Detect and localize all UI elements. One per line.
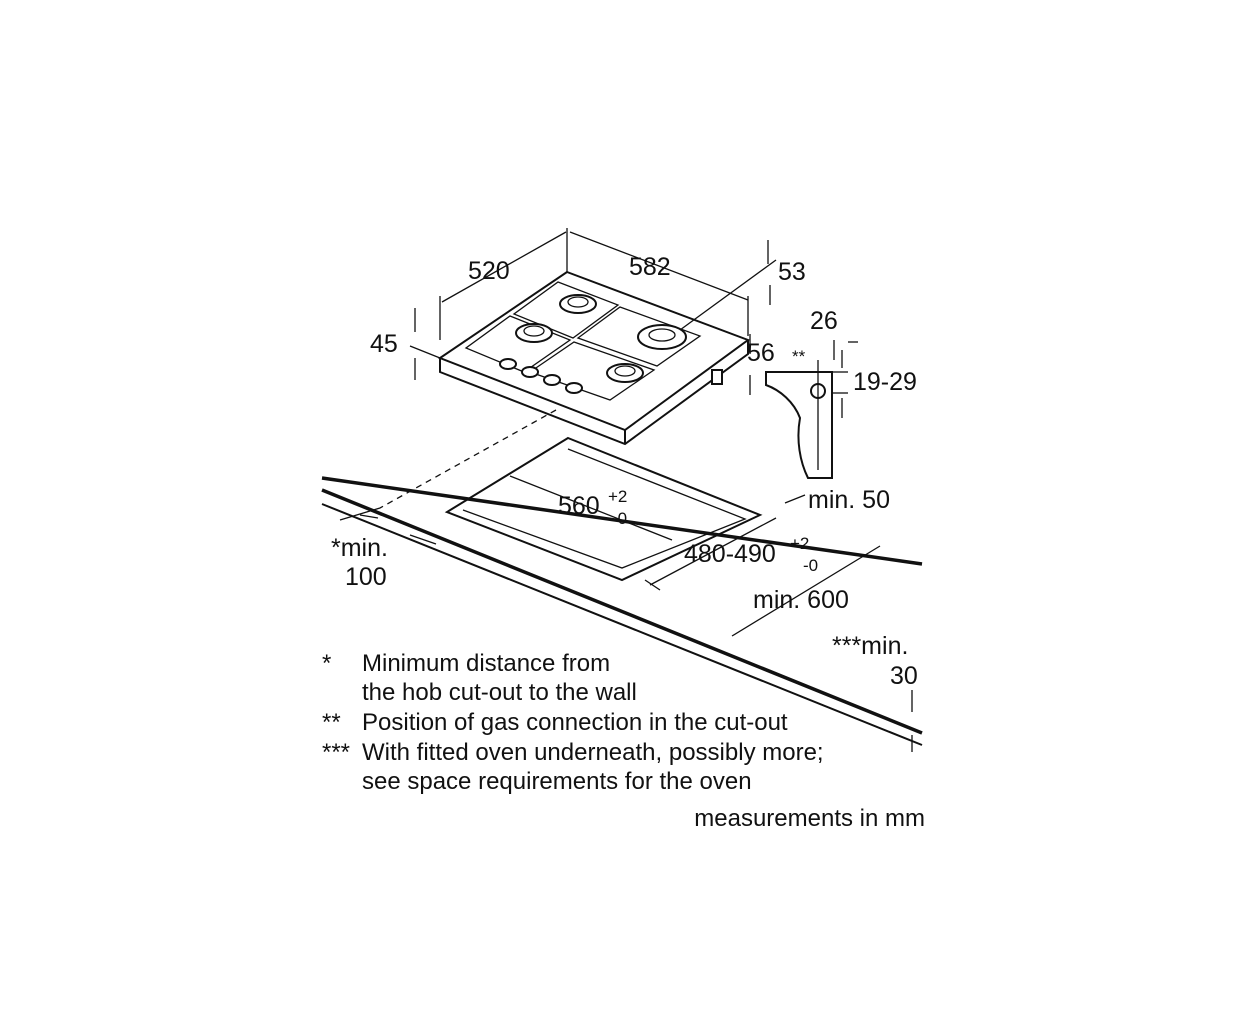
- dim-cutout-depth-tol-plus: +2: [790, 534, 809, 553]
- note-1-line-1: Minimum distance from: [362, 650, 610, 677]
- dim-width-label: 582: [629, 253, 671, 281]
- note-3-line-1: With fitted oven underneath, possibly mo…: [362, 739, 824, 766]
- dim-cutout-width-tol-minus: -0: [612, 509, 627, 528]
- dim-min-worktop-label: min. 600: [753, 586, 849, 614]
- dim-side-top-label: 53: [778, 258, 806, 286]
- burner-front-right: [606, 363, 644, 383]
- dim-min-oven-line1: ***min.: [832, 632, 908, 660]
- gas-connection-section: [765, 340, 858, 479]
- dim-cutout-depth-label: 480-490: [684, 540, 776, 568]
- dim-cutout-width-tol-plus: +2: [608, 487, 627, 506]
- footnotes: * Minimum distance from the hob cut-out …: [322, 650, 925, 832]
- dim-min-wall-line1: *min.: [331, 534, 388, 562]
- control-knobs: [499, 358, 723, 394]
- worktop: [321, 409, 923, 746]
- note-1-line-2: the hob cut-out to the wall: [362, 679, 637, 706]
- dim-min-oven-line2: 30: [890, 662, 918, 690]
- dim-gas-offset-label: 26: [810, 307, 838, 335]
- note-3-line-2: see space requirements for the oven: [362, 768, 752, 795]
- burner-front-left: [515, 323, 553, 343]
- dim-min-wall-line2: 100: [345, 563, 387, 591]
- dimension-labels: 520 582 53 45 56 26 ** 19-29 min. 50 560…: [331, 253, 918, 690]
- dim-depth-label: 520: [468, 257, 510, 285]
- dim-cutout-width-label: 560: [558, 492, 600, 520]
- burner-rear-left: [559, 294, 597, 314]
- units-caption: measurements in mm: [694, 805, 925, 832]
- note-1-marker: *: [322, 650, 331, 677]
- dim-gas-height-label: 19-29: [853, 368, 917, 396]
- dimension-lines: [359, 228, 913, 752]
- dim-cutout-depth-tol-minus: -0: [803, 556, 818, 575]
- burner-rear-right: [637, 324, 687, 350]
- note-2-marker: **: [322, 709, 341, 736]
- dim-gas-mark: **: [792, 347, 806, 366]
- dim-side-bottom-label: 56: [747, 339, 775, 367]
- note-2-line-1: Position of gas connection in the cut-ou…: [362, 709, 788, 736]
- dim-height-label: 45: [370, 330, 398, 358]
- gas-hob: [437, 270, 751, 446]
- note-3-marker: ***: [322, 739, 350, 766]
- dim-min-front-label: min. 50: [808, 486, 890, 514]
